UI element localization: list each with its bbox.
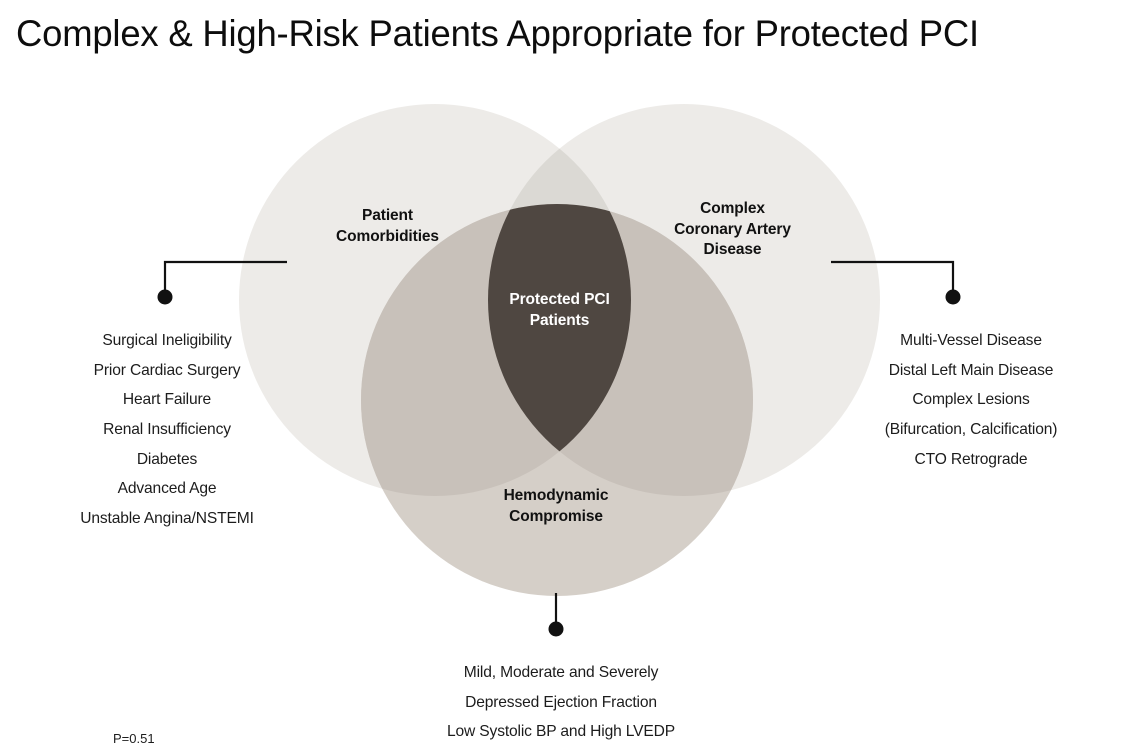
venn-label-line: Hemodynamic — [503, 487, 609, 504]
venn-label-line: Complex — [700, 200, 765, 217]
list-item: Renal Insufficiency — [103, 420, 231, 438]
connector-dot-bottom — [548, 621, 564, 637]
venn-label-line: Coronary Artery — [674, 220, 791, 238]
list-item: Unstable Angina/NSTEMI — [80, 509, 254, 527]
list-item: Depressed Ejection Fraction — [465, 693, 657, 711]
list-item: Prior Cardiac Surgery — [93, 361, 241, 379]
list-item: Mild, Moderate and Severely — [463, 664, 659, 681]
page-title: Complex & High-Risk Patients Appropriate… — [16, 13, 979, 54]
list-item: Complex Lesions — [912, 391, 1030, 409]
connector-left — [157, 260, 287, 305]
list-item: (Bifurcation, Calcification) — [884, 420, 1058, 438]
connector-bottom — [548, 593, 564, 637]
venn-label-protected-pci-patients: Protected PCI Patients — [472, 290, 647, 331]
list-item: Surgical Ineligibility — [102, 332, 232, 349]
list-item: Advanced Age — [117, 480, 217, 498]
venn-center-label-line: Patients — [529, 311, 590, 329]
venn-label-line: Comorbidities — [336, 227, 439, 245]
connector-dot-left — [157, 289, 173, 305]
overlap-triple-protected-pci — [488, 204, 631, 496]
list-item: Diabetes — [136, 450, 198, 468]
venn-label-line: Disease — [703, 241, 762, 259]
list-item: Heart Failure — [122, 391, 212, 409]
venn-label-hemodynamic-compromise: Hemodynamic Compromise — [466, 486, 646, 527]
list-item: Multi-Vessel Disease — [900, 332, 1042, 349]
connector-dot-right — [945, 289, 961, 305]
list-item: Low Systolic BP and High LVEDP — [446, 723, 676, 741]
venn-label-line: Compromise — [509, 507, 603, 525]
p-value-note: P=0.51 — [113, 731, 155, 746]
connector-right — [831, 260, 961, 305]
list-item: CTO Retrograde — [914, 450, 1028, 468]
venn-center-label-line: Protected PCI — [509, 291, 610, 308]
venn-label-line: Patient — [362, 207, 413, 224]
venn-label-patient-comorbidities: Patient Comorbidities — [300, 206, 475, 247]
list-item: Distal Left Main Disease — [888, 361, 1054, 379]
venn-label-complex-coronary-artery-disease: Complex Coronary Artery Disease — [640, 199, 825, 261]
